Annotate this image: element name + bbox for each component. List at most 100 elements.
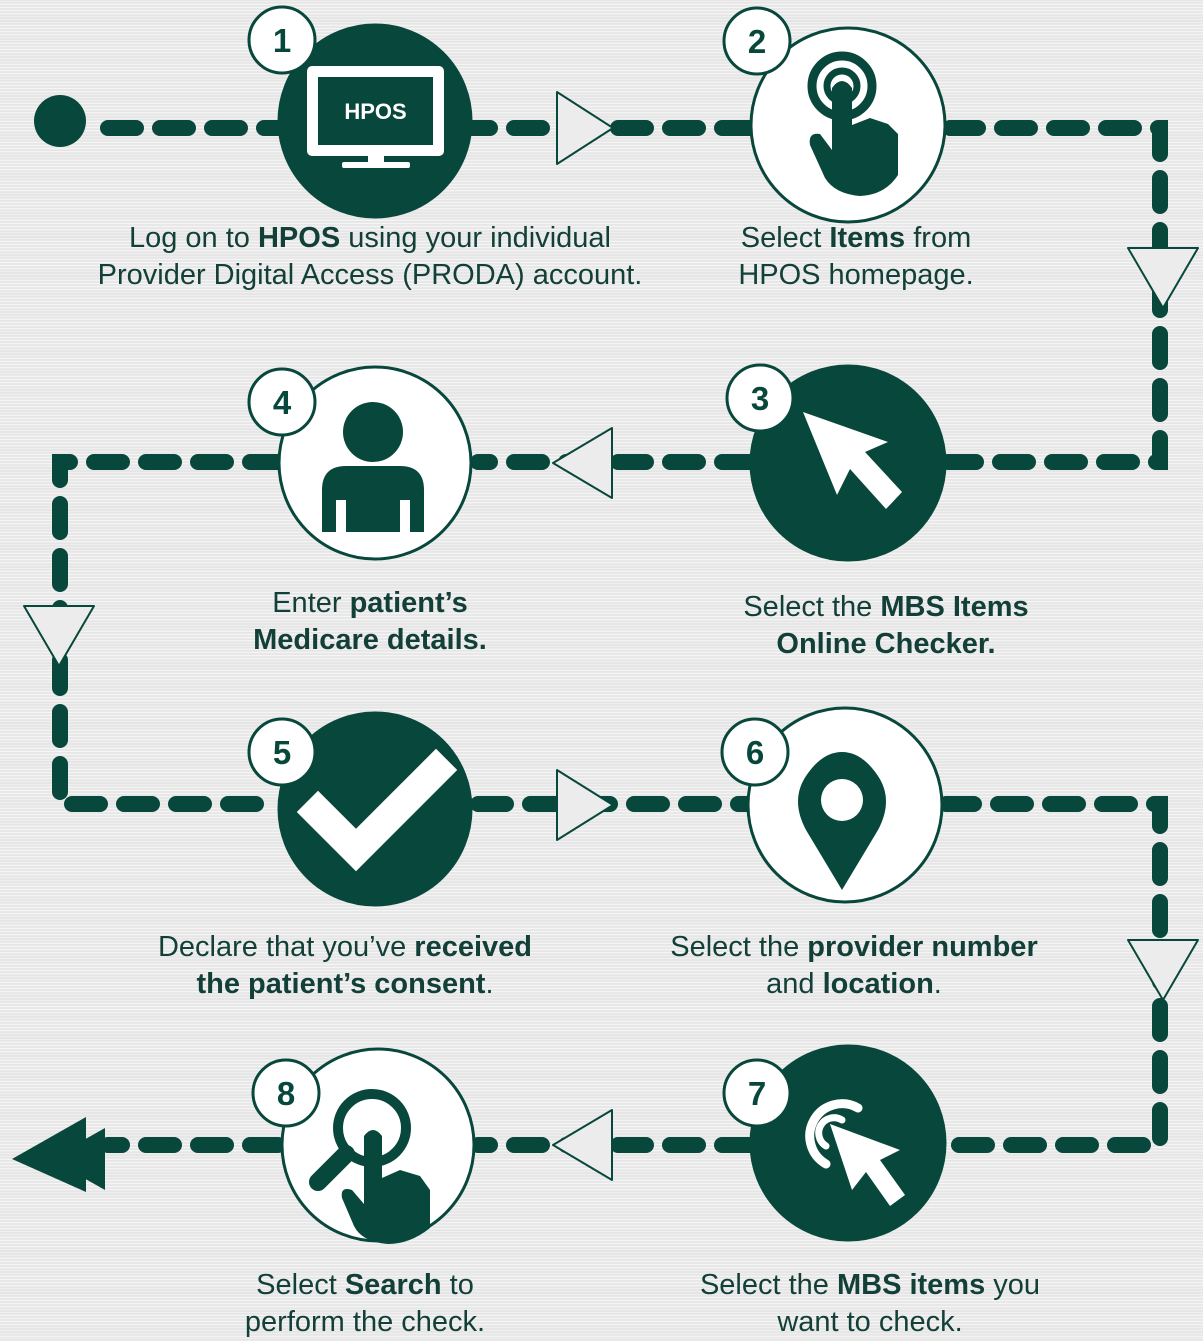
step-number: 6 bbox=[746, 734, 764, 771]
step-number: 2 bbox=[748, 23, 766, 60]
caption-text: Select bbox=[256, 1269, 345, 1301]
arrow-right-icon bbox=[556, 91, 614, 165]
end-arrow-icon bbox=[12, 1117, 105, 1192]
arrow-down-icon bbox=[1127, 247, 1199, 309]
caption-line: Select the MBS items you bbox=[660, 1267, 1080, 1304]
click-cursor-icon bbox=[805, 1099, 905, 1206]
caption-text: . bbox=[485, 968, 494, 1000]
caption-text: from bbox=[905, 222, 972, 254]
caption-line: Enter patient’s bbox=[200, 585, 540, 622]
step-5: 5 bbox=[247, 711, 473, 907]
arrow-left-icon bbox=[552, 1109, 613, 1181]
monitor-label: HPOS bbox=[344, 99, 406, 124]
caption-line: Select Items from bbox=[656, 220, 1056, 257]
step-number-badge bbox=[720, 717, 790, 787]
step-number: 8 bbox=[277, 1075, 295, 1112]
caption-line: and location. bbox=[626, 966, 1082, 1003]
caption-bold-text: Online Checker. bbox=[776, 628, 996, 660]
caption-line: Declare that you’ve received bbox=[115, 929, 575, 966]
monitor-icon: HPOS bbox=[307, 66, 444, 168]
step-number-badge bbox=[247, 367, 317, 437]
caption-bold-text: MBS Items bbox=[880, 591, 1029, 623]
caption-text: to bbox=[441, 1269, 474, 1301]
caption-text: Provider Digital Access (PRODA) account. bbox=[97, 259, 643, 291]
caption-line: want to check. bbox=[660, 1304, 1080, 1341]
caption-bold-text: the patient’s consent bbox=[196, 968, 486, 1000]
step-3: 3 bbox=[725, 363, 947, 562]
caption-text: Select the bbox=[699, 1269, 837, 1301]
search-finger-icon bbox=[309, 1089, 430, 1244]
caption-line: Select the provider number bbox=[626, 929, 1082, 966]
caption-bold-text: Search bbox=[344, 1269, 442, 1301]
caption-text: HPOS homepage. bbox=[738, 259, 974, 291]
direction-arrows bbox=[23, 91, 1199, 1181]
step-7: 7 bbox=[722, 1044, 947, 1242]
caption-bold-text: patient’s bbox=[349, 587, 468, 619]
caption-bold-text: provider number bbox=[807, 931, 1038, 963]
caption-text: you bbox=[985, 1269, 1041, 1301]
caption-text: . bbox=[933, 968, 942, 1000]
arrow-right-icon bbox=[556, 769, 614, 841]
caption-text: Select the bbox=[743, 591, 881, 623]
step-number-badge bbox=[251, 1058, 321, 1128]
caption-line: perform the check. bbox=[190, 1304, 540, 1341]
caption-text: Select bbox=[740, 222, 830, 254]
step-number: 7 bbox=[748, 1075, 766, 1112]
step-number-badge bbox=[247, 717, 317, 787]
step-number-badge bbox=[722, 6, 792, 76]
step-number-badge bbox=[247, 5, 317, 75]
step-8: 8 bbox=[251, 1047, 476, 1244]
caption-bold-text: location bbox=[822, 968, 934, 1000]
caption-text: perform the check. bbox=[244, 1306, 486, 1338]
caption-line: Select the MBS Items bbox=[686, 589, 1086, 626]
caption-line: Select Search to bbox=[190, 1267, 540, 1304]
location-pin-icon bbox=[798, 752, 886, 890]
caption-bold-text: MBS items bbox=[836, 1269, 986, 1301]
caption-text: want to check. bbox=[777, 1306, 963, 1338]
step-number: 5 bbox=[273, 734, 291, 771]
step-6: 6 bbox=[720, 706, 944, 904]
arrow-left-icon bbox=[552, 427, 613, 499]
connector-lines bbox=[52, 120, 1168, 1153]
caption-line: the patient’s consent. bbox=[115, 966, 575, 1003]
caption-text: using your individual bbox=[340, 222, 611, 254]
cursor-arrow-icon bbox=[803, 412, 902, 509]
caption-bold-text: HPOS bbox=[257, 222, 341, 254]
step-number-badge bbox=[725, 363, 795, 433]
caption-bold-text: received bbox=[414, 931, 532, 963]
arrow-down-icon bbox=[23, 605, 95, 667]
person-icon bbox=[322, 402, 424, 532]
checkmark-icon bbox=[296, 748, 458, 872]
tap-finger-icon bbox=[807, 51, 898, 196]
caption-text: Select the bbox=[670, 931, 808, 963]
arrow-down-icon bbox=[1127, 939, 1199, 1001]
step-number: 3 bbox=[751, 380, 769, 417]
step-number: 4 bbox=[273, 384, 292, 421]
caption-line: HPOS homepage. bbox=[656, 257, 1056, 294]
step-circle bbox=[277, 711, 473, 907]
caption-line: Log on to HPOS using your individual bbox=[40, 220, 700, 257]
caption-bold-text: Items bbox=[829, 222, 906, 254]
caption-text: Log on to bbox=[128, 222, 258, 254]
start-dot bbox=[34, 95, 86, 147]
caption-line: Online Checker. bbox=[686, 626, 1086, 663]
caption-line: Medicare details. bbox=[200, 622, 540, 659]
step-number-badge bbox=[722, 1058, 792, 1128]
step-1: HPOS 1 bbox=[247, 5, 473, 219]
caption-text: Declare that you’ve bbox=[157, 931, 415, 963]
caption-text: and bbox=[766, 968, 823, 1000]
step-2: 2 bbox=[722, 6, 947, 224]
step-4: 4 bbox=[247, 365, 473, 561]
caption-text: Enter bbox=[272, 587, 350, 619]
caption-line: Provider Digital Access (PRODA) account. bbox=[40, 257, 700, 294]
